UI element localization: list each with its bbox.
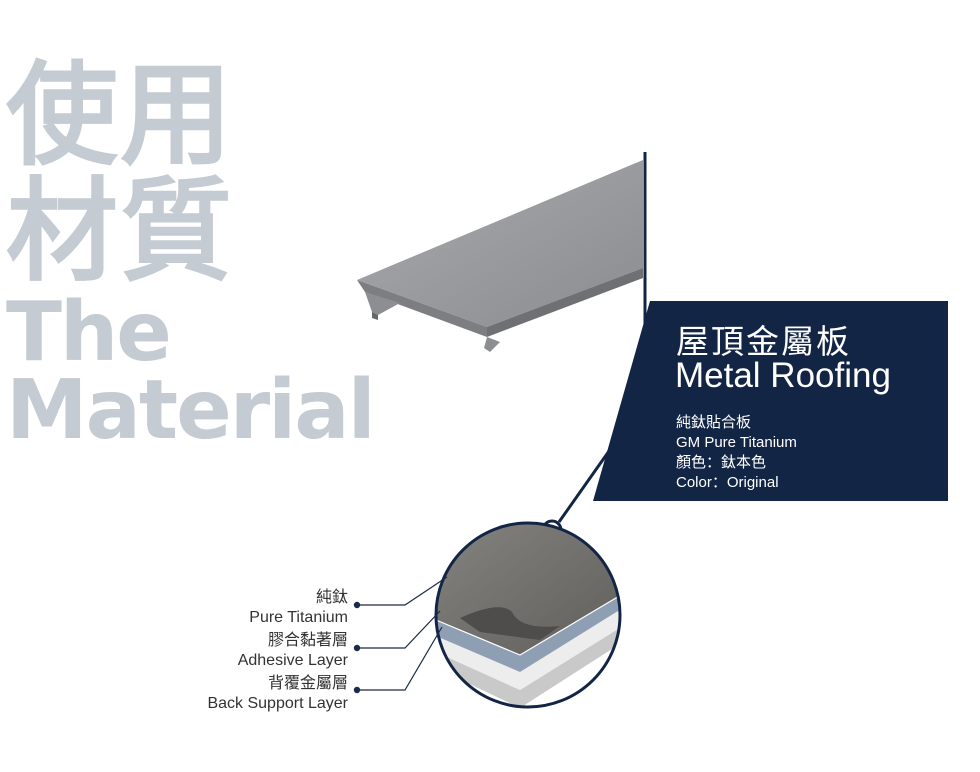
layer-label-zh: 純鈦 (315, 589, 348, 606)
panel-title-en: Metal Roofing (675, 356, 891, 395)
roofing-panel (357, 160, 643, 352)
material-heading: 使用 材質 The Material (6, 51, 376, 458)
layer-label-en: Back Support Layer (207, 695, 348, 712)
layer-leader-dots (353, 601, 361, 694)
leader-dot (353, 601, 361, 609)
layer-label-back-support: 背覆金屬層 Back Support Layer (207, 674, 348, 714)
spec-color-en: Color：Original (676, 474, 779, 491)
heading-line-3: The (6, 285, 172, 380)
layer-label-en: Adhesive Layer (237, 652, 348, 669)
leader-dot (353, 686, 361, 694)
layer-label-pure-titanium: 純鈦 Pure Titanium (249, 588, 348, 628)
layer-leader-lines (357, 576, 448, 691)
heading-line-2: 材質 (6, 167, 234, 297)
metal-roofing-info-panel: 屋頂金屬板 Metal Roofing 純鈦貼合板 GM Pure Titani… (593, 301, 948, 501)
layer-label-en: Pure Titanium (249, 609, 348, 626)
leader-dot (353, 644, 361, 652)
cross-section-magnifier (436, 523, 620, 707)
heading-line-1: 使用 (6, 51, 234, 181)
spec-material-en: GM Pure Titanium (676, 434, 797, 451)
layer-label-adhesive: 膠合黏著層 Adhesive Layer (238, 631, 348, 671)
layer-label-zh: 背覆金屬層 (267, 675, 348, 692)
spec-color-zh: 顏色：鈦本色 (676, 454, 767, 471)
heading-line-4: Material (6, 363, 376, 458)
spec-material-zh: 純鈦貼合板 (676, 414, 752, 431)
panel-title-zh: 屋頂金屬板 (676, 322, 851, 361)
layer-label-zh: 膠合黏著層 (267, 632, 348, 649)
